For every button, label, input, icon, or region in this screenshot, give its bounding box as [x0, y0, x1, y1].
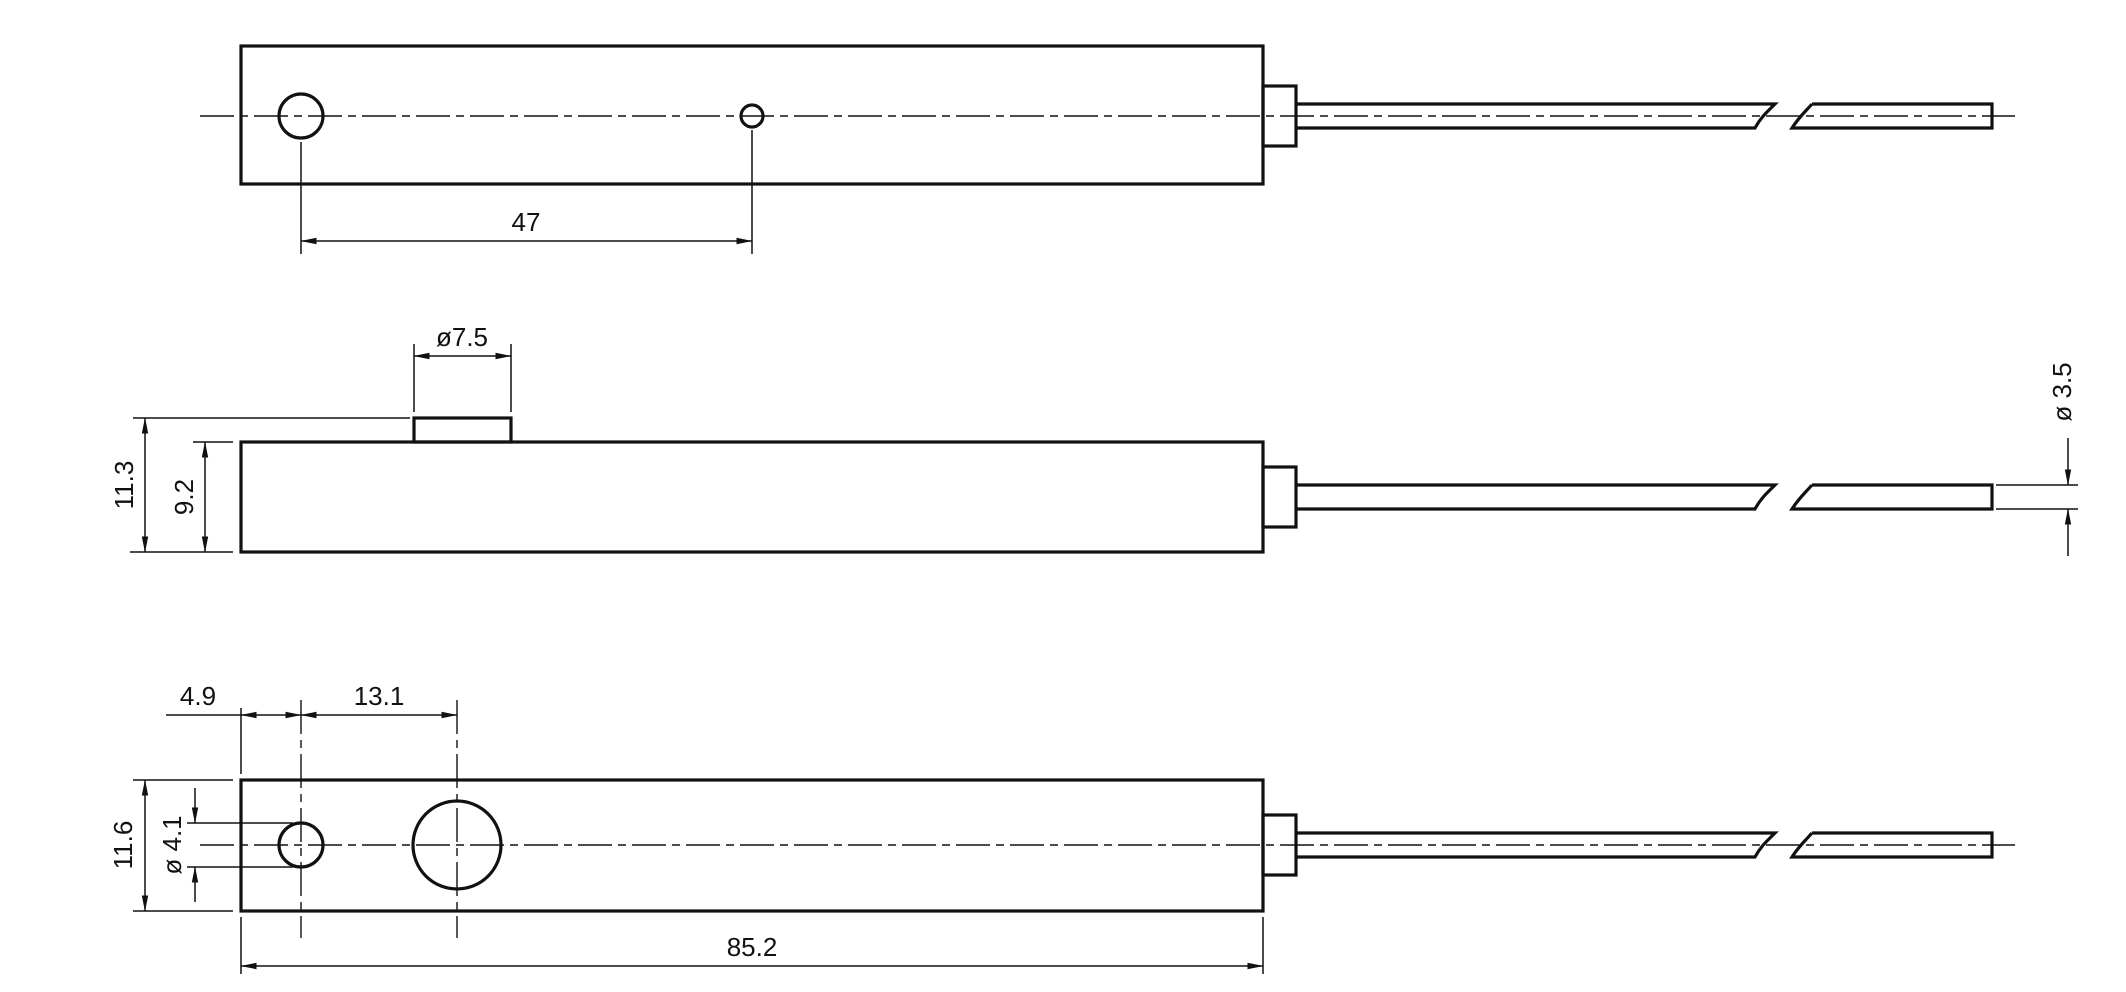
dim-label-small-hole-diameter: ø 4.1 [157, 815, 187, 874]
side-view-body-outline [239, 440, 1265, 554]
bottom-view-small-hole [277, 821, 325, 869]
bottom-view-cable-segment-2 [1789, 831, 1994, 859]
dim-label-edge-to-hole: 4.9 [180, 681, 216, 711]
side-view-cable-gland [1261, 465, 1298, 529]
dim-label-overall-length: 85.2 [727, 932, 778, 962]
top-view: 47 [200, 44, 2015, 254]
bottom-view: 4.9 13.1 11.6 ø 4.1 85.2 [108, 681, 2015, 974]
bottom-view-cable-gland [1261, 813, 1298, 877]
side-view: ø7.5 11.3 9.2 ø 3.5 [109, 322, 2078, 556]
top-view-cable-segment-1 [1296, 102, 1779, 130]
top-view-cable-gland [1261, 84, 1298, 148]
top-view-mounting-hole [277, 92, 325, 140]
dim-label-overall-height: 11.3 [109, 461, 139, 510]
top-view-small-hole [739, 103, 765, 129]
dim-label-body-height: 9.2 [169, 479, 199, 515]
dim-label-cable-diameter: ø 3.5 [2047, 362, 2077, 421]
dim-label-bottom-hole-spacing: 13.1 [354, 681, 405, 711]
top-view-cable-segment-2 [1789, 102, 1994, 130]
bottom-view-cable-segment-1 [1296, 831, 1779, 859]
dim-label-boss-diameter: ø7.5 [436, 322, 488, 352]
dim-label-body-width: 11.6 [108, 821, 138, 870]
side-view-sensing-boss [412, 416, 513, 444]
side-view-cable-segment-2 [1789, 483, 1994, 511]
side-view-cable-segment-1 [1296, 483, 1779, 511]
bottom-view-large-hole [411, 799, 503, 891]
dim-label-top-hole-spacing: 47 [512, 207, 541, 237]
